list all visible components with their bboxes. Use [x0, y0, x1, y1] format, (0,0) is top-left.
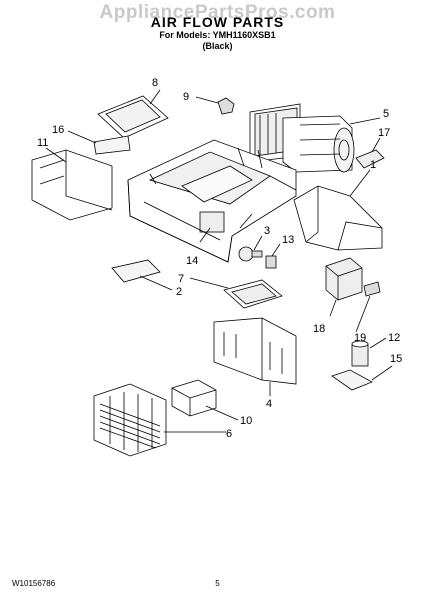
callout-12: 12	[388, 332, 400, 344]
page-title: AIR FLOW PARTS	[150, 14, 285, 30]
part-9-clip	[195, 96, 235, 115]
part-5-blower	[249, 103, 381, 173]
part-1-cover	[293, 169, 383, 251]
callout-19: 19	[354, 332, 366, 344]
callout-3: 3	[264, 225, 270, 237]
part-2-plate	[111, 259, 173, 291]
part-6-grille	[93, 383, 226, 457]
document-number: W10156786	[12, 579, 56, 588]
callout-16: 16	[52, 124, 64, 136]
part-18-transformer	[325, 257, 363, 317]
part-12-capacitor	[351, 337, 387, 367]
callout-8: 8	[152, 77, 158, 89]
callout-17: 17	[378, 127, 390, 139]
part-19-clip	[355, 281, 381, 333]
page-number: 5	[215, 579, 220, 588]
callout-1: 1	[370, 159, 376, 171]
callout-10: 10	[240, 415, 252, 427]
part-13-socket	[265, 243, 281, 269]
callout-14: 14	[186, 255, 198, 267]
part-4-baffle	[213, 317, 297, 396]
callout-15: 15	[390, 353, 402, 365]
part-14-leader	[199, 227, 211, 243]
callout-13: 13	[282, 234, 294, 246]
part-16-shield	[67, 130, 131, 155]
callout-6: 6	[226, 428, 232, 440]
part-3-lamp	[238, 235, 263, 262]
model-line: For Models: YMH1160XSB1	[159, 30, 276, 40]
part-15-bracket	[331, 365, 393, 391]
base-plate	[127, 139, 297, 263]
part-17-bracket	[355, 137, 385, 169]
callout-11: 11	[37, 137, 48, 149]
watermark: AppliancePartsPros.com	[99, 2, 336, 23]
color-line: (Black)	[202, 41, 233, 51]
part-10-cover	[171, 379, 239, 421]
callout-18: 18	[313, 323, 325, 335]
callout-7: 7	[178, 273, 184, 285]
part-11-duct	[31, 147, 113, 221]
callout-9: 9	[183, 91, 189, 103]
part-8-filter	[97, 89, 169, 139]
callout-4: 4	[266, 398, 272, 410]
part-7-plate	[189, 277, 283, 309]
callout-2: 2	[176, 286, 182, 298]
callout-5: 5	[383, 108, 389, 120]
